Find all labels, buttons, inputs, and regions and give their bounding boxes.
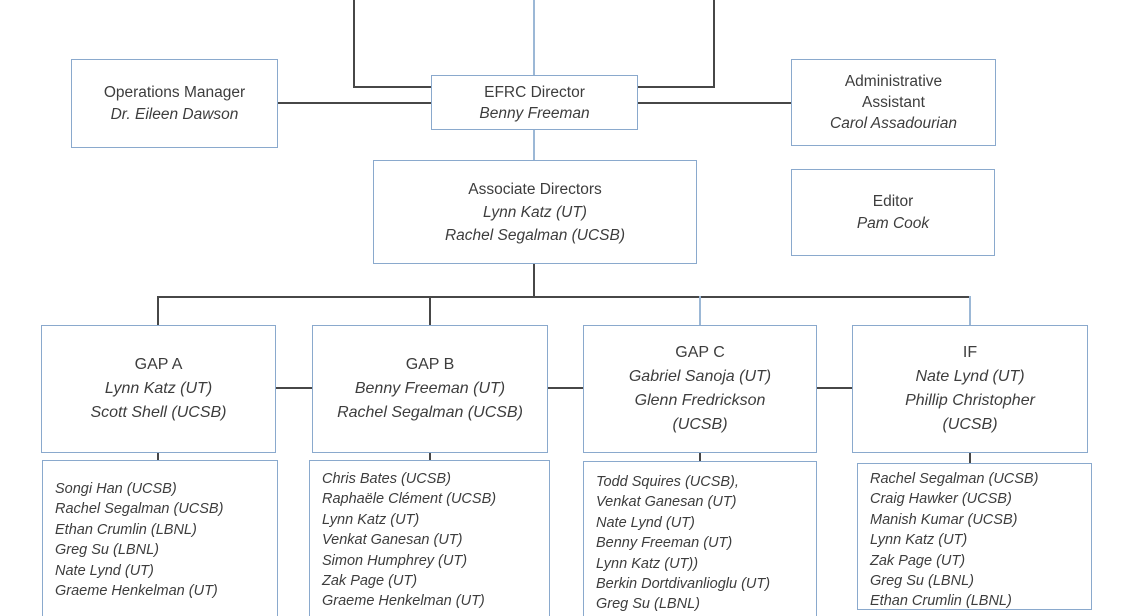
member-name: Craig Hawker (UCSB) (870, 491, 1012, 508)
org-box-associate-directors: Associate Directors Lynn Katz (UT) Rache… (373, 160, 697, 264)
person-name: Dr. Eileen Dawson (110, 105, 239, 123)
connector-stub-gap-c (699, 296, 701, 325)
group-lead: Benny Freeman (UT) (354, 380, 506, 397)
org-box-gap-b: GAP B Benny Freeman (UT) Rachel Segalman… (312, 325, 548, 453)
group-lead: Gabriel Sanoja (UT) (628, 368, 772, 385)
member-name: Zak Page (UT) (322, 573, 418, 590)
org-box-gap-c: GAP C Gabriel Sanoja (UT) Glenn Fredrick… (583, 325, 817, 453)
org-box-efrc-director: EFRC Director Benny Freeman (431, 75, 638, 130)
group-lead: Scott Shell (UCSB) (90, 404, 227, 421)
group-lead: Rachel Segalman (UCSB) (337, 404, 523, 421)
member-name: Lynn Katz (UT)) (596, 555, 699, 572)
member-name: Benny Freeman (UT) (596, 535, 733, 552)
member-list-gap-b: Chris Bates (UCSB) Raphaële Clément (UCSB… (309, 460, 550, 616)
member-name: Greg Su (LBNL) (55, 542, 159, 559)
member-name: Zak Page (UT) (870, 552, 966, 569)
role-title: EFRC Director (484, 83, 585, 101)
member-name: Ethan Crumlin (LBNL) (55, 521, 197, 538)
connector-stub-gap-a (157, 296, 159, 325)
connector-director-associate (533, 130, 535, 160)
connector-gap-a-b (276, 387, 312, 389)
role-title: Editor (872, 192, 914, 210)
member-name: Manish Kumar (UCSB) (870, 511, 1018, 528)
connector-bus (157, 296, 971, 298)
group-title: GAP A (134, 356, 183, 373)
role-title: Operations Manager (103, 83, 246, 101)
member-name: Todd Squires (UCSB), (596, 474, 739, 490)
group-lead: (UCSB) (942, 416, 998, 433)
connector-top-right-leg (713, 0, 715, 88)
member-name: Greg Su (LBNL) (596, 596, 700, 613)
member-name: Rachel Segalman (UCSB) (870, 471, 1039, 487)
org-box-gap-a: GAP A Lynn Katz (UT) Scott Shell (UCSB) (41, 325, 276, 453)
member-name: Chris Bates (UCSB) (322, 471, 451, 487)
connector-gap-b-list (429, 453, 431, 460)
role-title: Assistant (862, 94, 925, 111)
group-title: IF (962, 344, 978, 361)
connector-if-list (969, 453, 971, 463)
member-name: Greg Su (LBNL) (870, 573, 974, 590)
connector-stub-gap-b (429, 296, 431, 325)
person-name: Benny Freeman (479, 104, 590, 122)
member-name: Ethan Crumlin (LBNL) (870, 593, 1012, 610)
person-name: Pam Cook (856, 214, 930, 232)
member-name: Raphaële Clément (UCSB) (322, 491, 497, 508)
member-name: Graeme Henkelman (UT) (322, 593, 485, 610)
org-box-if: IF Nate Lynd (UT) Phillip Christopher (U… (852, 325, 1088, 453)
member-name: Simon Humphrey (UT) (322, 552, 468, 569)
member-name: Nate Lynd (UT) (596, 514, 695, 531)
member-name: Rachel Segalman (UCSB) (55, 501, 224, 518)
org-box-operations-manager: Operations Manager Dr. Eileen Dawson (71, 59, 278, 148)
member-list-gap-c: Todd Squires (UCSB), Venkat Ganesan (UT) N… (583, 461, 817, 616)
connector-top-right-elbow (636, 86, 715, 88)
connector-gap-a-list (157, 453, 159, 460)
group-lead: Nate Lynd (UT) (915, 368, 1025, 385)
connector-stub-if (969, 296, 971, 325)
member-name: Lynn Katz (UT) (870, 532, 968, 549)
connector-top-left-elbow (353, 86, 433, 88)
member-name: Graeme Henkelman (UT) (55, 583, 218, 600)
connector-operations-manager (277, 102, 431, 104)
member-name: Venkat Ganesan (UT) (322, 532, 463, 549)
group-lead: Lynn Katz (UT) (104, 380, 213, 397)
role-title: Administrative (844, 73, 943, 90)
connector-top-center (533, 0, 535, 75)
connector-associate-bus (533, 264, 535, 297)
member-list-if: Rachel Segalman (UCSB) Craig Hawker (UCSB… (857, 463, 1092, 610)
group-lead: (UCSB) (672, 416, 728, 433)
member-name: Nate Lynd (UT) (55, 562, 154, 579)
connector-gap-c-list (699, 453, 701, 461)
group-lead: Glenn Fredrickson (634, 392, 766, 409)
member-name: Songi Han (UCSB) (55, 481, 177, 497)
connector-top-left-leg (353, 0, 355, 88)
person-name: Rachel Segalman (UCSB) (444, 226, 626, 244)
group-lead: Phillip Christopher (905, 392, 1035, 409)
connector-gap-c-if (817, 387, 852, 389)
person-name: Carol Assadourian (830, 115, 957, 132)
member-name: Berkin Dortdivanlioglu (UT) (596, 576, 771, 593)
org-box-administrative-assistant: Administrative Assistant Carol Assadouri… (791, 59, 996, 146)
member-name: Lynn Katz (UT) (322, 511, 420, 528)
group-title: GAP C (675, 344, 725, 361)
member-name: Venkat Ganesan (UT) (596, 494, 737, 511)
member-list-gap-a: Songi Han (UCSB) Rachel Segalman (UCSB) Et… (42, 460, 278, 616)
role-title: Associate Directors (468, 180, 602, 198)
connector-admin-assistant (637, 102, 791, 104)
person-name: Lynn Katz (UT) (483, 203, 587, 221)
connector-gap-b-c (548, 387, 583, 389)
group-title: GAP B (405, 356, 455, 373)
org-box-editor: Editor Pam Cook (791, 169, 995, 256)
